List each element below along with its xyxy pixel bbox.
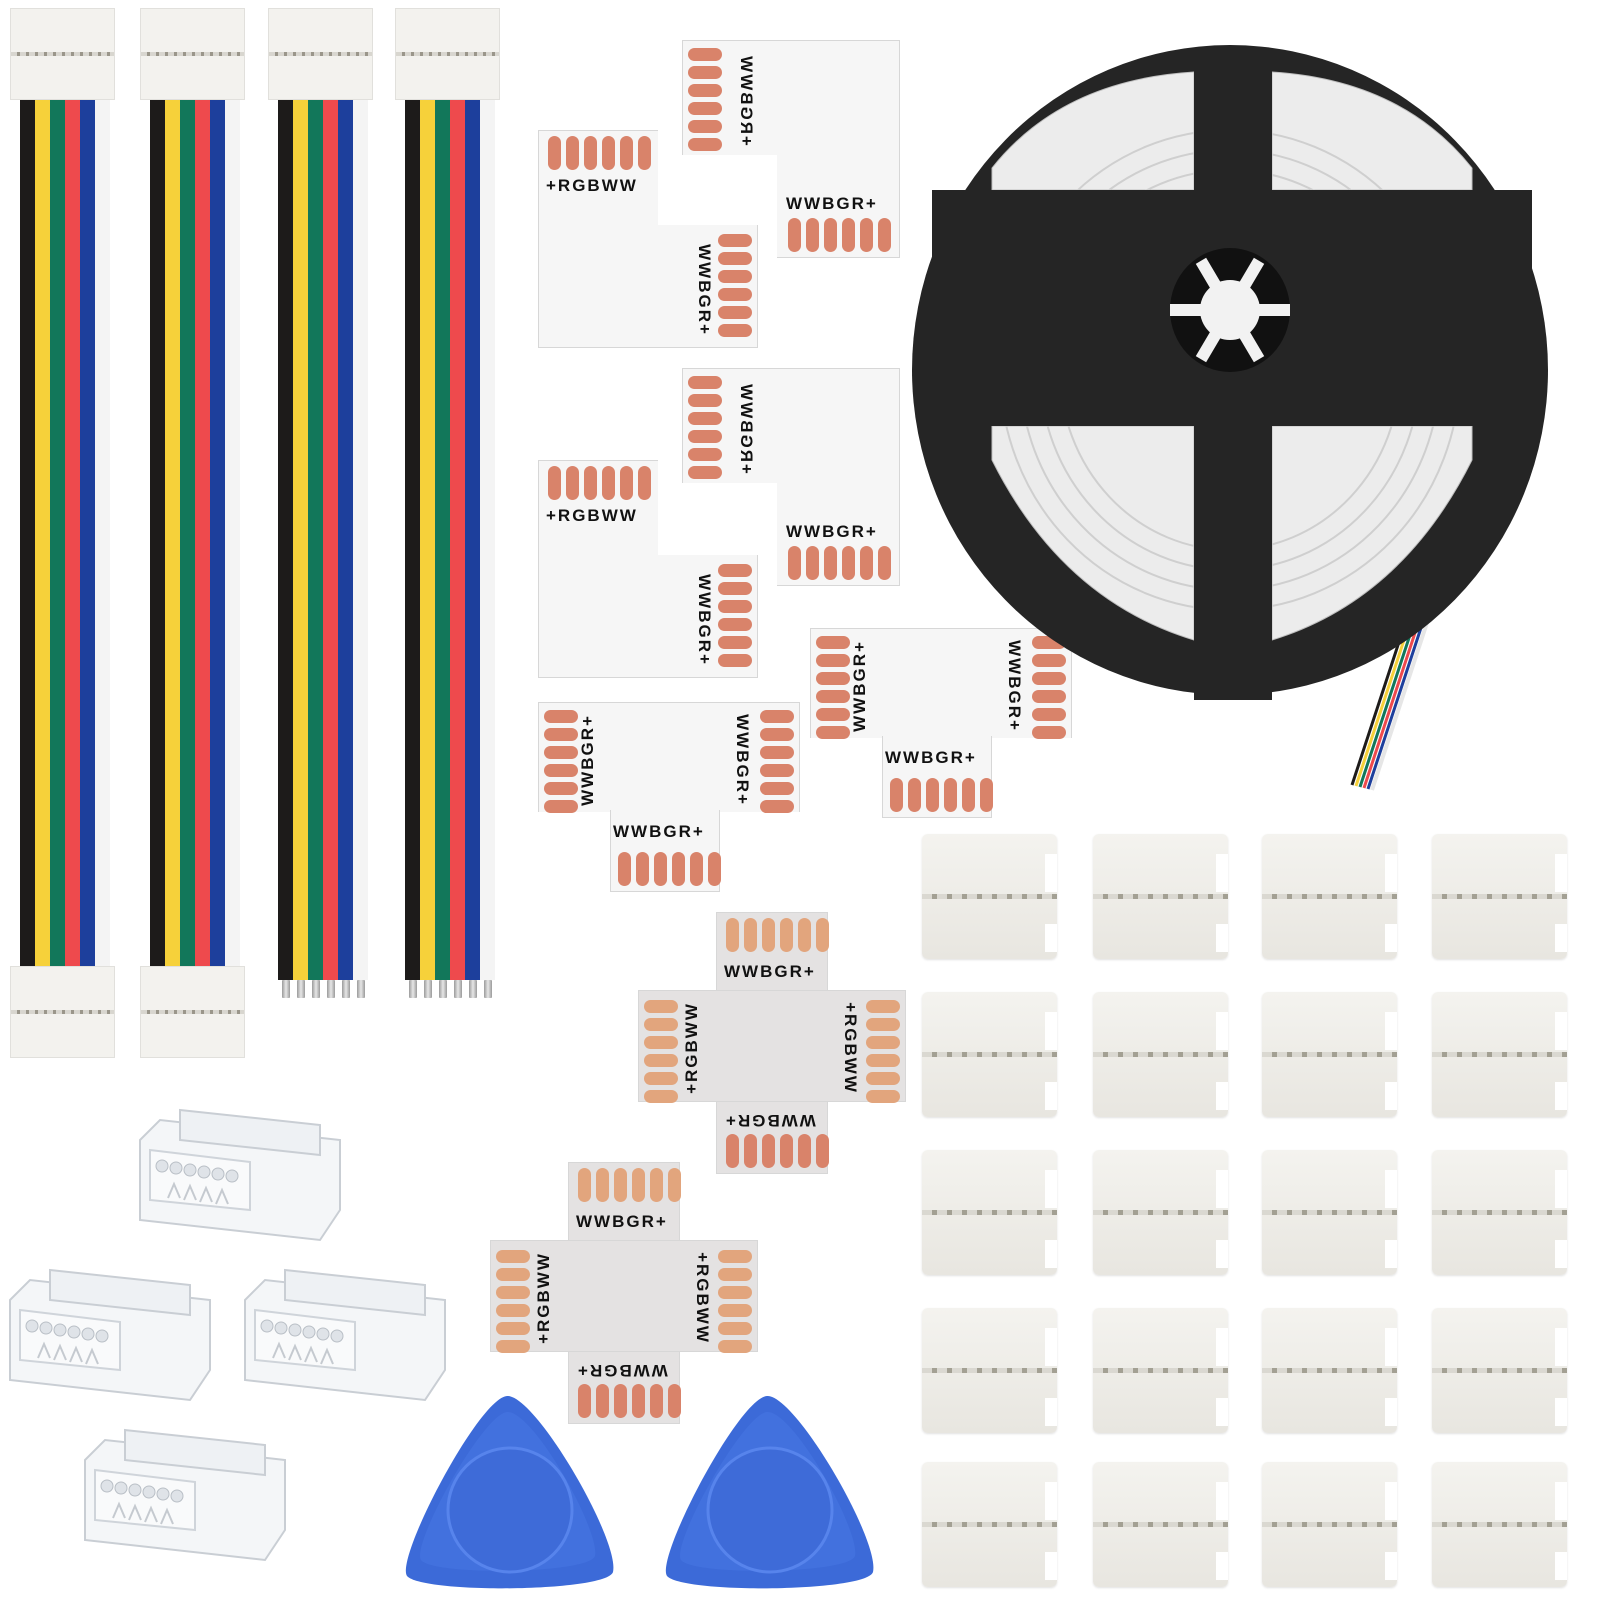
copper-pads	[578, 1384, 681, 1418]
strip-clip	[1093, 992, 1228, 1117]
strip-clip	[922, 1150, 1057, 1275]
cable-4	[395, 8, 520, 1088]
copper-pads	[718, 234, 752, 337]
pin-label: WWBGR+	[613, 822, 705, 841]
copper-pads	[548, 466, 651, 500]
copper-pads	[578, 1168, 681, 1202]
strip-clip-top	[140, 8, 245, 100]
pin-label: WWBGR+	[786, 194, 878, 213]
copper-pads	[544, 710, 578, 813]
pin-label: +RGBWW	[736, 382, 756, 474]
pry-tool-icon	[665, 1395, 874, 1589]
copper-pads	[688, 376, 722, 479]
copper-pads	[788, 546, 891, 580]
pin-label: +RGBWW	[840, 1002, 860, 1094]
strip-clip	[922, 992, 1057, 1117]
strip-clip-top	[10, 8, 115, 100]
strip-clip	[1432, 1308, 1567, 1433]
strip-clip	[1262, 992, 1397, 1117]
strip-clip	[1262, 834, 1397, 959]
strip-clip	[1432, 1150, 1567, 1275]
clear-connector	[244, 1269, 446, 1401]
extension-cable-reel	[912, 40, 1557, 791]
copper-pads	[548, 136, 651, 170]
copper-pads	[688, 48, 722, 151]
strip-clip	[1262, 1462, 1397, 1587]
copper-pads	[816, 636, 850, 739]
t-connector-board-2: WWBGR+ WWBGR+ WWBGR+	[810, 628, 1072, 818]
l-connector-board-3: +RGBWW WWBGR+	[538, 460, 758, 678]
strip-clip	[1262, 1308, 1397, 1433]
cable-2	[140, 8, 265, 1088]
wire-bundle	[150, 100, 240, 966]
pin-label: WWBGR+	[885, 748, 977, 767]
copper-pads	[760, 710, 794, 813]
cable-1	[10, 8, 135, 1088]
clear-connector	[9, 1269, 211, 1401]
pin-label: +RGBWW	[736, 54, 756, 146]
pin-label: WWBGR+	[849, 640, 869, 732]
pin-label: +RGBWW	[692, 1252, 712, 1344]
strip-clip-top	[268, 8, 373, 100]
pin-label: WWBGR+	[576, 1361, 668, 1380]
strip-clip-bottom	[140, 966, 245, 1058]
strip-clip	[922, 1462, 1057, 1587]
strip-clip	[1262, 1150, 1397, 1275]
x-connector-board-1: WWBGR+ +RGBWW +RGBWW WWBGR+	[638, 912, 906, 1174]
bare-wire-pins	[278, 980, 368, 998]
pin-label: WWBGR+	[576, 1212, 668, 1231]
pin-label: WWBGR+	[732, 714, 752, 806]
pin-label: WWBGR+	[724, 1111, 816, 1130]
strip-clip	[922, 834, 1057, 959]
l-connector-board-1: +RGBWW WWBGR+	[538, 130, 758, 348]
copper-pads	[726, 918, 829, 952]
strip-clip	[922, 1308, 1057, 1433]
strip-clip	[1093, 834, 1228, 959]
strip-clip-top	[395, 8, 500, 100]
copper-pads	[496, 1250, 530, 1353]
wire-bundle	[278, 100, 368, 980]
copper-pads	[866, 1000, 900, 1103]
pin-label: +RGBWW	[546, 506, 638, 525]
wire-bundle	[405, 100, 495, 980]
pin-label: WWBGR+	[694, 574, 714, 666]
copper-pads	[726, 1134, 829, 1168]
pin-label: +RGBWW	[546, 176, 638, 195]
pin-label: +RGBWW	[681, 1002, 701, 1094]
l-connector-board-4: +RGBWW WWBGR+	[682, 368, 900, 586]
bare-wire-pins	[405, 980, 495, 998]
strip-clip	[1093, 1150, 1228, 1275]
strip-clip	[1093, 1462, 1228, 1587]
strip-clip	[1093, 1308, 1228, 1433]
cable-3	[268, 8, 393, 1088]
copper-pads	[644, 1000, 678, 1103]
pin-label: +RGBWW	[533, 1252, 553, 1344]
pry-tool-icon	[405, 1395, 614, 1589]
reel-icon	[912, 45, 1548, 791]
copper-pads	[1032, 636, 1066, 739]
strip-clip-bottom	[10, 966, 115, 1058]
l-connector-board-2: +RGBWW WWBGR+	[682, 40, 900, 258]
strip-clip	[1432, 992, 1567, 1117]
pin-label: WWBGR+	[577, 714, 597, 806]
clear-connector	[84, 1429, 286, 1561]
copper-pads	[718, 1250, 752, 1353]
strip-clip	[1432, 834, 1567, 959]
pin-label: WWBGR+	[786, 522, 878, 541]
copper-pads	[788, 218, 891, 252]
x-connector-board-2: WWBGR+ +RGBWW +RGBWW WWBGR+	[490, 1162, 758, 1424]
wire-bundle	[20, 100, 110, 966]
t-connector-board-1: WWBGR+ WWBGR+ WWBGR+	[538, 702, 800, 892]
copper-pads	[890, 778, 993, 812]
strip-clip	[1432, 1462, 1567, 1587]
copper-pads	[618, 852, 721, 886]
clear-connector	[139, 1109, 341, 1241]
pin-label: WWBGR+	[724, 962, 816, 981]
copper-pads	[718, 564, 752, 667]
